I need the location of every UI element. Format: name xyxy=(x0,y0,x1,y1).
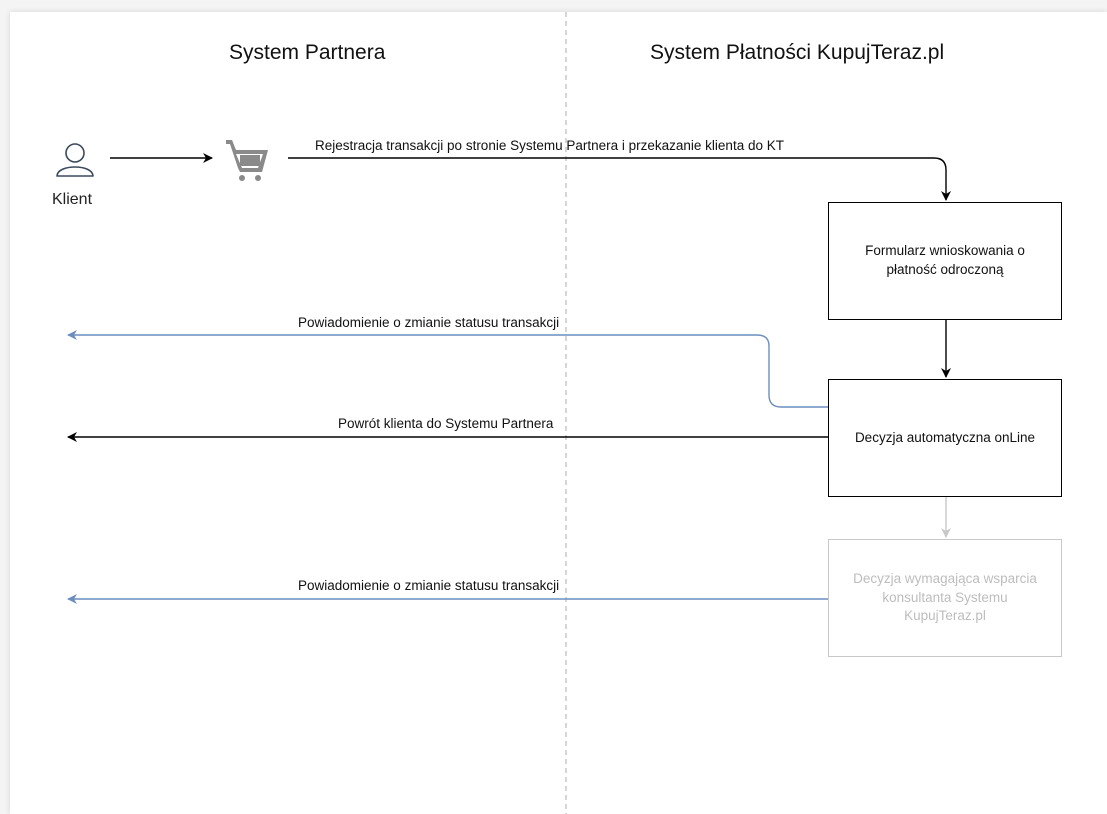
client-label: Klient xyxy=(52,191,93,208)
arrow-notify-1 xyxy=(67,330,828,408)
person-icon xyxy=(56,143,94,177)
flow-label-notify-2: Powiadomienie o zmianie statusu transakc… xyxy=(298,578,560,593)
lane-title-kupujteraz: System Płatności KupujTeraz.pl xyxy=(650,41,945,64)
arrow-register-to-form xyxy=(288,157,951,201)
flow-label-return: Powrót klienta do Systemu Partnera xyxy=(338,416,554,431)
flow-label-register: Rejestracja transakcji po stronie System… xyxy=(315,138,784,153)
shopping-cart-icon xyxy=(226,140,268,181)
flow-label-notify-1: Powiadomienie o zmianie statusu transakc… xyxy=(298,315,560,330)
box-form: Formularz wnioskowania o płatność odrocz… xyxy=(828,202,1062,320)
lane-title-partner: System Partnera xyxy=(229,41,386,64)
box-consultant-decision: Decyzja wymagająca wsparcia konsultanta … xyxy=(828,539,1062,657)
box-auto-decision: Decyzja automatyczna onLine xyxy=(828,379,1062,497)
